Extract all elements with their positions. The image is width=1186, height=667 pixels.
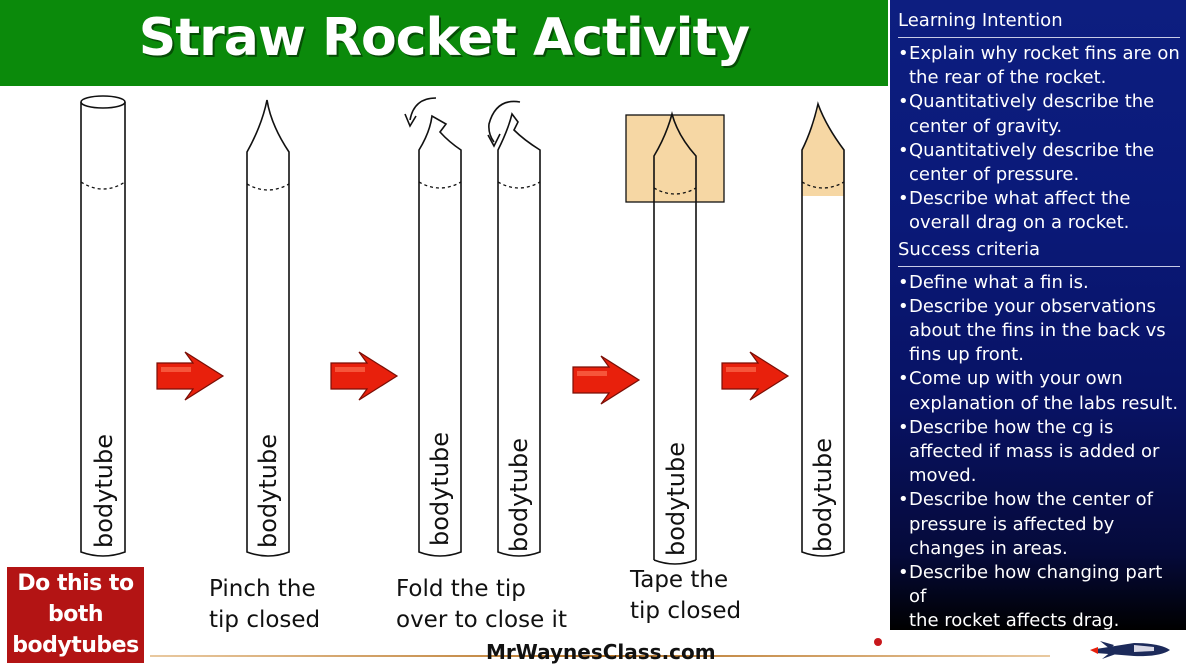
list-item: Describe your observations about the fin… bbox=[898, 295, 1180, 368]
straw-pinched: bodytube bbox=[246, 99, 290, 557]
list-item: Quantitatively describe the center of gr… bbox=[898, 90, 1180, 138]
tube-label: bodytube bbox=[505, 438, 533, 552]
activity-diagram: bodytube bodytube bodytube bodytube body… bbox=[80, 95, 845, 565]
learning-list: Explain why rocket fins are on the rear … bbox=[898, 42, 1180, 236]
page-title: Straw Rocket Activity bbox=[138, 8, 750, 68]
divider bbox=[898, 265, 1180, 267]
caption-tape: Tape the tip closed bbox=[630, 567, 742, 624]
tube-label: bodytube bbox=[90, 434, 118, 548]
list-item: Describe how the center of pressure is a… bbox=[898, 488, 1180, 561]
caption-fold: Fold the tip over to close it bbox=[396, 576, 567, 633]
divider bbox=[898, 37, 1180, 38]
footer-dot bbox=[874, 638, 882, 646]
arrow-4 bbox=[721, 351, 789, 401]
tube-label: bodytube bbox=[662, 442, 690, 556]
site-name: MrWaynesClass.com bbox=[486, 640, 716, 664]
arrow-1 bbox=[156, 351, 224, 401]
caption-pinch: Pinch the tip closed bbox=[209, 576, 321, 633]
straw-fold-1: bodytube bbox=[404, 97, 462, 557]
tube-label: bodytube bbox=[254, 434, 282, 548]
rocket-logo-icon bbox=[1090, 641, 1170, 659]
note-box: Do this to both bodytubes bbox=[7, 567, 144, 663]
success-list: Define what a fin is. Describe your obse… bbox=[898, 271, 1180, 634]
arrow-2 bbox=[330, 351, 398, 401]
straw-fold-2: bodytube bbox=[487, 100, 541, 557]
list-item: Explain why rocket fins are on the rear … bbox=[898, 42, 1180, 90]
arrow-3 bbox=[572, 355, 640, 405]
title-banner bbox=[0, 0, 888, 86]
tube-label: bodytube bbox=[426, 432, 454, 546]
straw-taped-final: bodytube bbox=[801, 101, 845, 557]
straw-open: bodytube bbox=[80, 95, 126, 557]
tube-label: bodytube bbox=[809, 438, 837, 552]
objectives-panel: Learning Intention Explain why rocket fi… bbox=[890, 0, 1186, 631]
list-item: Describe how changing part of the rocket… bbox=[898, 561, 1180, 634]
list-item: Describe what affect the overall drag on… bbox=[898, 187, 1180, 235]
list-item: Quantitatively describe the center of pr… bbox=[898, 139, 1180, 187]
straw-taped-square: bodytube bbox=[625, 110, 725, 565]
list-item: Describe how the cg is affected if mass … bbox=[898, 416, 1180, 489]
success-heading: Success criteria bbox=[898, 238, 1041, 260]
learning-heading: Learning Intention bbox=[898, 10, 1063, 31]
list-item: Come up with your own explanation of the… bbox=[898, 367, 1180, 415]
footer-divider bbox=[150, 655, 1050, 657]
list-item: Define what a fin is. bbox=[898, 271, 1180, 295]
